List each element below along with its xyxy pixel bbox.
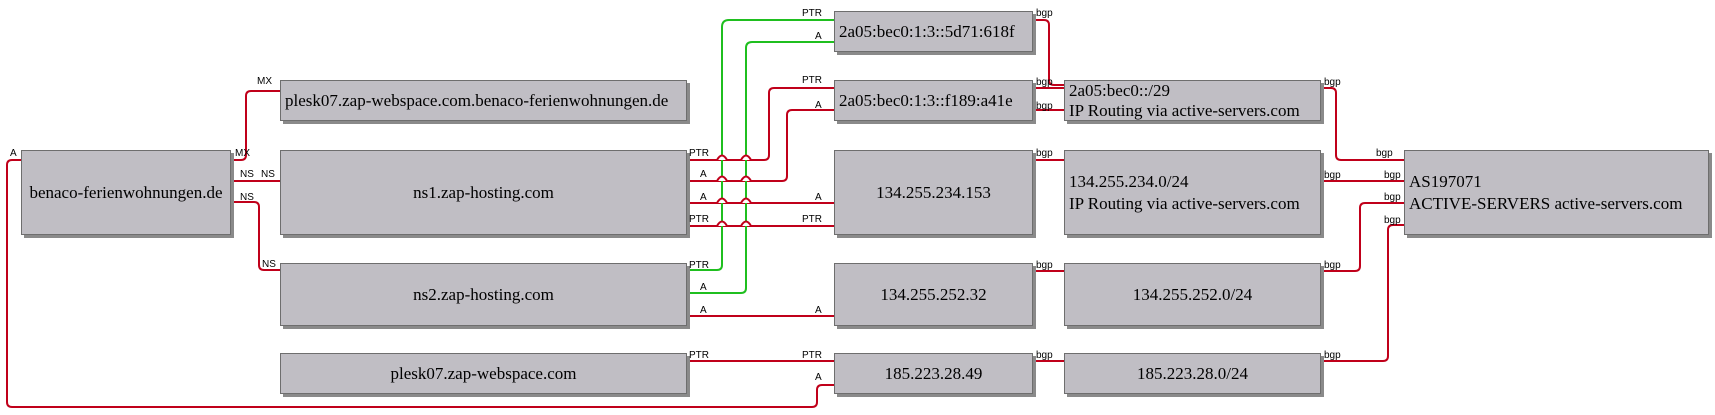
node-ns1[interactable]: ns1.zap-hosting.com [280,150,687,235]
edge-label-bgp: bgp [1036,8,1053,19]
edge-label-ptr: PTR [802,350,822,361]
edge-label-ptr: PTR [802,214,822,225]
edge-label-ns: NS [261,169,275,180]
edge-crossing-bump [740,197,752,204]
edge-label-a: A [815,31,822,42]
edge-ns2 [231,201,280,271]
edge-net6-as [1321,87,1404,161]
edge-label-bgp: bgp [1036,101,1053,112]
edge-label-ns: NS [240,169,254,180]
edge-label-a: A [700,169,707,180]
node-label: plesk07.zap-webspace.com.benaco-ferienwo… [285,90,669,110]
edge-label-ptr: PTR [689,214,709,225]
node-label: plesk07.zap-webspace.com [390,363,577,383]
node-net-134-255-252[interactable]: 134.255.252.0/24 [1064,263,1321,326]
node-domain[interactable]: benaco-ferienwohnungen.de [21,150,231,235]
node-label: benaco-ferienwohnungen.de [29,182,223,202]
node-ip-134-255-252-32[interactable]: 134.255.252.32 [834,263,1033,326]
node-label-line2: IP Routing via active-servers.com [1069,100,1300,120]
edge-ip6a-net6 [1033,19,1064,86]
edge-label-a: A [700,305,707,316]
node-label: 134.255.234.153 [876,182,991,202]
edge-label-bgp: bgp [1376,148,1393,159]
node-label-line2: IP Routing via active-servers.com [1069,193,1300,213]
edge-label-bgp: bgp [1384,170,1401,181]
edge-crossing-bump [716,175,728,182]
edge-crossing-bump [716,220,728,227]
edge-crossing-bump [740,220,752,227]
edge-label-ptr: PTR [689,148,709,159]
node-label-line1: AS197071 [1409,171,1482,191]
edge-label-bgp: bgp [1384,215,1401,226]
node-label-line1: 134.255.234.0/24 [1069,171,1189,191]
edge-label-bgp: bgp [1036,350,1053,361]
edge-label-bgp: bgp [1324,170,1341,181]
edge-ns1-ptr-ip6b [687,87,834,161]
edge-crossing-bump [740,154,752,161]
node-label-line1: 2a05:bec0::/29 [1069,80,1171,100]
edge-label-ptr: PTR [689,350,709,361]
edge-label-a: A [815,305,822,316]
edge-a-plesk [6,159,834,408]
node-label: ns1.zap-hosting.com [413,182,554,202]
node-label-line2: ACTIVE-SERVERS active-servers.com [1409,193,1683,213]
edge-ns1-a-ip6b [687,109,834,182]
edge-label-bgp: bgp [1036,260,1053,271]
node-ns2[interactable]: ns2.zap-hosting.com [280,263,687,326]
node-mx-host[interactable]: plesk07.zap-webspace.com.benaco-ferienwo… [280,80,687,121]
edge-mx [231,90,280,161]
node-ipv6-b[interactable]: 2a05:bec0:1:3::f189:a41e [834,80,1033,121]
edge-label-mx: MX [235,148,250,159]
edge-label-a: A [10,148,17,159]
node-net-185-223-28[interactable]: 185.223.28.0/24 [1064,353,1321,394]
node-ipv6-a[interactable]: 2a05:bec0:1:3::5d71:618f [834,11,1033,52]
node-label: 185.223.28.49 [884,363,983,383]
edge-label-ns: NS [262,259,276,270]
edge-crossing-bump [716,197,728,204]
node-label: 134.255.252.0/24 [1132,284,1253,304]
edge-label-bgp: bgp [1324,260,1341,271]
edge-label-bgp: bgp [1036,77,1053,88]
edge-label-mx: MX [257,76,272,87]
node-label: 134.255.252.32 [880,284,987,304]
edge-crossing-bump [716,154,728,161]
edge-label-bgp: bgp [1036,148,1053,159]
edge-label-bgp: bgp [1324,77,1341,88]
node-label: ns2.zap-hosting.com [413,284,554,304]
edge-label-a: A [700,192,707,203]
node-ip-134-255-234-153[interactable]: 134.255.234.153 [834,150,1033,235]
edge-label-a: A [815,372,822,383]
edge-net3-as [1321,224,1404,362]
edge-label-a: A [700,282,707,293]
node-ip-185-223-28-49[interactable]: 185.223.28.49 [834,353,1033,394]
edge-label-bgp: bgp [1384,192,1401,203]
edge-net2-as [1321,202,1404,272]
edge-label-bgp: bgp [1324,350,1341,361]
edge-label-ns: NS [240,192,254,203]
edge-label-ptr: PTR [802,75,822,86]
node-label: 185.223.28.0/24 [1137,363,1248,383]
node-plesk[interactable]: plesk07.zap-webspace.com [280,353,687,394]
edge-label-a: A [815,100,822,111]
edge-label-ptr: PTR [689,260,709,271]
node-label: 2a05:bec0:1:3::f189:a41e [839,90,1013,110]
edge-ns2-ptr-ip6a [687,19,834,271]
edge-label-a: A [815,192,822,203]
edge-ns2-a-ip6a [687,41,834,294]
edge-crossing-bump [740,175,752,182]
edge-label-ptr: PTR [802,8,822,19]
node-label: 2a05:bec0:1:3::5d71:618f [839,21,1015,41]
